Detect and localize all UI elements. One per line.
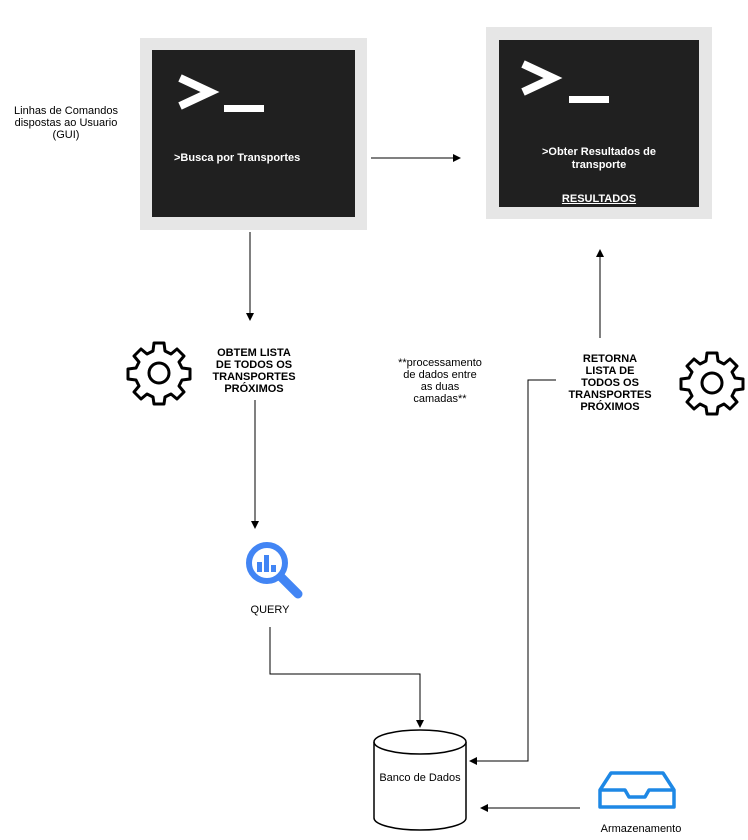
gui-label-line-2: dispostas ao Usuario: [14, 117, 118, 129]
database-icon: [373, 729, 467, 831]
query-icon: [246, 542, 303, 599]
retorna-lista-line-2: LISTA DE: [585, 365, 635, 377]
terminal-left: >Busca por Transportes: [140, 38, 367, 230]
gear-icon: [679, 351, 745, 416]
prompt-icon: [521, 60, 609, 103]
terminal-left-screen: >Busca por Transportes: [152, 50, 355, 217]
obtem-lista-line-4: PRÓXIMOS: [224, 383, 284, 395]
terminal-right-text: >Obter Resultados de transporte: [519, 146, 679, 172]
storage-label: Armazenamento: [600, 823, 682, 835]
arrow-query-to-database: [269, 627, 424, 728]
retorna-lista-line-5: PRÓXIMOS: [580, 401, 640, 413]
gear-icon: [126, 341, 192, 406]
terminal-right-text-line-1: >Obter Resultados de: [541, 146, 656, 158]
gui-label: Linhas de Comandos dispostas ao Usuario …: [2, 105, 130, 141]
gui-label-line-3: (GUI): [52, 129, 80, 141]
terminal-right: >Obter Resultados de transporte RESULTAD…: [486, 27, 712, 219]
obtem-lista-line-2: DE TODOS OS: [215, 359, 293, 371]
retorna-lista-line-1: RETORNA: [582, 353, 638, 365]
arrow-return-to-database: [469, 379, 583, 765]
storage-tray-icon: [598, 771, 676, 809]
database-label: Banco de Dados: [379, 772, 461, 784]
retorna-lista-line-3: TODOS OS: [581, 377, 639, 389]
processamento-line-3: as duas: [420, 381, 460, 393]
processamento-line-2: de dados entre: [403, 369, 477, 381]
prompt-icon: [178, 74, 264, 112]
results-label: RESULTADOS: [561, 193, 637, 205]
obtem-lista-label: OBTEM LISTA DE TODOS OS TRANSPORTES PRÓX…: [200, 347, 308, 395]
terminal-right-screen: >Obter Resultados de transporte RESULTAD…: [499, 40, 699, 207]
retorna-lista-label: RETORNA LISTA DE TODOS OS TRANSPORTES PR…: [556, 353, 664, 413]
obtem-lista-line-3: TRANSPORTES: [212, 371, 296, 383]
processamento-line-1: **processamento: [398, 357, 482, 369]
query-label: QUERY: [250, 604, 290, 616]
gui-label-line-1: Linhas de Comandos: [14, 105, 118, 117]
processamento-label: **processamento de dados entre as duas c…: [381, 357, 499, 405]
obtem-lista-line-1: OBTEM LISTA: [217, 347, 291, 359]
retorna-lista-line-4: TRANSPORTES: [568, 389, 652, 401]
terminal-right-text-line-2: transporte: [571, 159, 627, 171]
processamento-line-4: camadas**: [413, 393, 467, 405]
terminal-left-text: >Busca por Transportes: [174, 152, 301, 164]
